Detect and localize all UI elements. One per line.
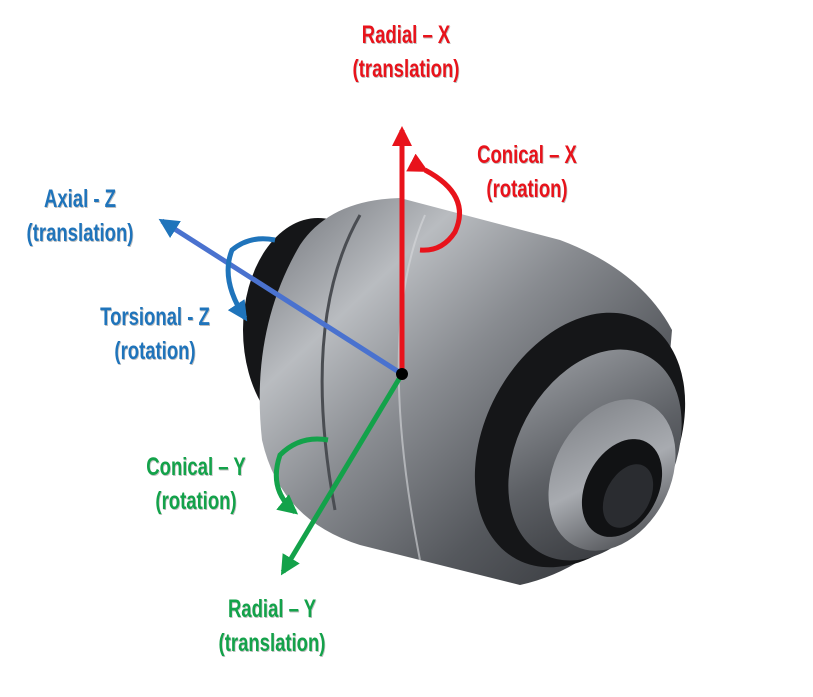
bushing-photo xyxy=(243,198,686,585)
label-torsional-z: Torsional - Z (rotation) xyxy=(88,300,221,368)
label-radial-x-title: Radial – X xyxy=(361,21,451,49)
label-conical-y: Conical – Y (rotation) xyxy=(129,450,262,518)
label-conical-y-sub: (rotation) xyxy=(155,487,237,515)
sleeve-highlight xyxy=(397,214,426,561)
sleeve-groove xyxy=(320,214,362,511)
conical-y-rotation-arrow xyxy=(273,436,329,515)
label-axial-z-sub: (translation) xyxy=(26,219,134,247)
label-radial-y: Radial – Y (translation) xyxy=(205,592,338,660)
label-conical-x-sub: (rotation) xyxy=(486,175,568,203)
label-axial-z-title: Axial - Z xyxy=(44,185,116,213)
radial-y-arrow xyxy=(280,372,405,576)
conical-x-rotation-arrow xyxy=(406,153,462,253)
label-conical-y-title: Conical – Y xyxy=(146,453,246,481)
bore-inner xyxy=(602,464,654,528)
label-torsional-z-title: Torsional - Z xyxy=(100,303,210,331)
label-torsional-z-sub: (rotation) xyxy=(114,337,196,365)
label-radial-y-sub: (translation) xyxy=(218,629,326,657)
label-radial-y-title: Radial – Y xyxy=(227,595,317,623)
label-radial-x: Radial – X (translation) xyxy=(339,18,472,86)
label-conical-x: Conical – X (rotation) xyxy=(460,138,593,206)
label-axial-z: Axial - Z (translation) xyxy=(13,182,146,250)
torsional-z-rotation-arrow xyxy=(225,236,276,322)
origin-point xyxy=(396,368,408,380)
label-radial-x-sub: (translation) xyxy=(352,55,460,83)
axial-z-arrow xyxy=(158,218,404,377)
label-conical-x-title: Conical – X xyxy=(477,141,577,169)
